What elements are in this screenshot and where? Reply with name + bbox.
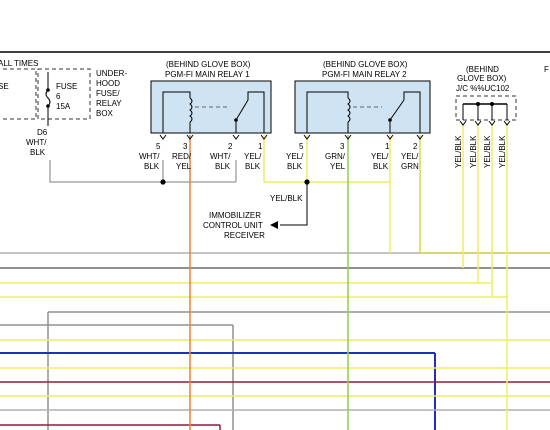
relay2-pin-2-wire-b: GRN [401,162,419,171]
jc-wire-1: YEL/BLK [454,135,463,168]
relay2-location: (BEHIND GLOVE BOX) [323,60,408,69]
relay2-pin-2: 2 [413,142,418,151]
fuse-location-2: HOOD [96,79,120,88]
fuse-wire-2: BLK [30,148,46,157]
relay1-pin-2-wire-a: WHT/ [210,152,231,161]
relay-wires [49,125,550,430]
jc-location-2: GLOVE BOX) [457,74,507,83]
fuse-location-4: RELAY [96,99,122,108]
fuse-box [37,68,91,120]
relay1-coil-icon [162,91,230,133]
fuse-location-1: UNDER- [96,69,127,78]
splice-dot-1 [160,179,166,185]
immobilizer-label-2: CONTROL UNIT [203,221,263,230]
relay1-pin-5: 5 [156,142,161,151]
left-partial-box [0,68,37,120]
relay2-pin-3: 3 [340,142,345,151]
relay2-pin-2-wire-a: YEL/ [401,152,419,161]
jc-wire-3: YEL/BLK [483,135,492,168]
jc-bus-icon [462,102,508,120]
relay1-pin-2-wire-b: BLK [215,162,231,171]
relay1-pin-1-wire-b: BLK [245,162,261,171]
yel-blk-branch-label: YEL/BLK [270,194,303,203]
wire-wht-blk-fuse [49,160,163,183]
jc-connector-marks [459,120,511,126]
relay2-pin-3-wire-a: GRN/ [325,152,346,161]
relay1-pin-1: 1 [258,142,263,151]
fuse-amperage: 15A [56,102,71,111]
relay2-switch-icon [388,91,421,133]
relay1-location: (BEHIND GLOVE BOX) [166,60,251,69]
fuse-location-5: BOX [96,109,114,118]
relay1-pin-3: 3 [183,142,188,151]
relay2-title: PGM-FI MAIN RELAY 2 [322,70,407,79]
relay2-pin-3-wire-b: YEL [330,162,346,171]
all-times-label: ALL TIMES [0,59,38,68]
relay1-pin-2: 2 [228,142,233,151]
fuse-icon [45,72,51,119]
relay1-pin-3-wire-a: RED/ [172,152,192,161]
fuse-location-3: FUSE/ [96,89,120,98]
jc-title: J/C %%UC102 [456,84,510,93]
jc-wire-4: YEL/BLK [498,135,507,168]
wire-bundle [0,252,550,430]
relay1-title: PGM-FI MAIN RELAY 1 [165,70,250,79]
relay2-pin-5-wire-a: YEL/ [286,152,304,161]
relay2-pin-1-wire-a: YEL/ [371,152,389,161]
relay2-pin-5-wire-b: BLK [287,162,303,171]
relay1-pin-5-wire-a: WHT/ [139,152,160,161]
left-partial-text: SE [0,82,9,91]
jc-wire-2: YEL/BLK [469,135,478,168]
relay1-switch-icon [234,91,265,133]
relay1-pin-1-wire-a: YEL/ [244,152,262,161]
fuse-number: 6 [56,92,61,101]
wire-yel-blk-immob [280,182,308,226]
relay1-pin-5-wire-b: BLK [144,162,160,171]
relay2-coil-icon [306,91,382,133]
edge-letter: F [544,65,549,74]
immobilizer-label-3: RECEIVER [224,231,265,240]
relay2-pin-5: 5 [299,142,304,151]
connector-marks [159,134,424,140]
immobilizer-arrow [270,221,278,229]
relay2-pin-1-wire-b: BLK [373,162,389,171]
relay2-pin-1: 1 [385,142,390,151]
splice-dot-2 [304,179,310,185]
wire-yel-blk-r1p1 [263,135,307,183]
jc-location-1: (BEHIND [466,65,499,74]
fuse-name: FUSE [56,82,77,91]
jc-box [455,95,517,121]
fuse-pin-label: D6 [37,128,48,137]
relay1-pin-3-wire-b: YEL [176,162,192,171]
immobilizer-label-1: IMMOBILIZER [209,211,261,220]
fuse-wire-1: WHT/ [26,138,47,147]
